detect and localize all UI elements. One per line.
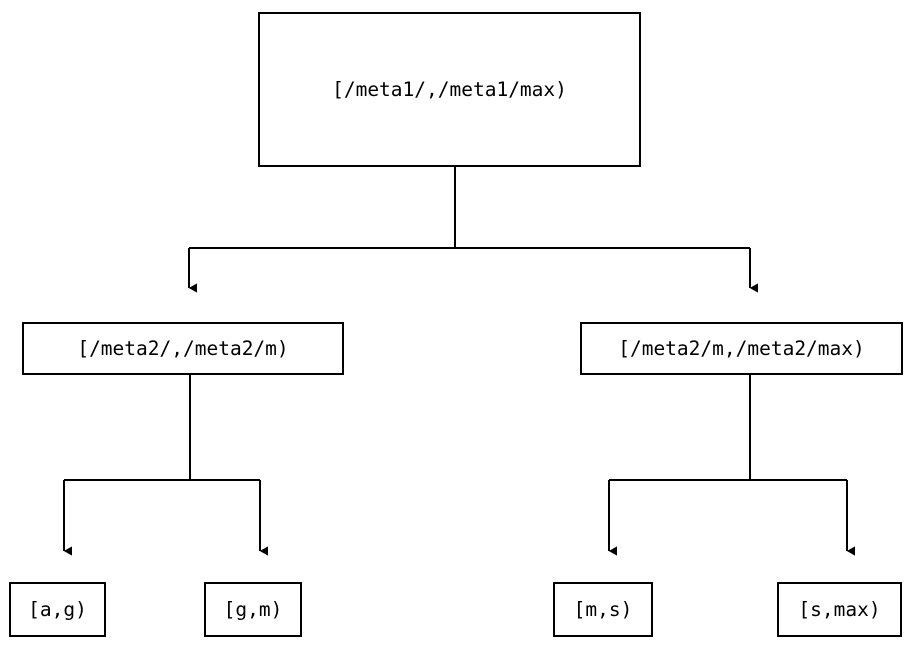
tree-leaf-g-m-label: [g,m) [223, 597, 283, 621]
tree-leaf-a-g-label: [a,g) [28, 597, 87, 621]
tree-node-root[interactable]: [/meta1/,/meta1/max) [258, 12, 641, 167]
tree-node-meta2-lower[interactable]: [/meta2/,/meta2/m) [22, 322, 344, 375]
edge-left-subtree [63, 375, 268, 556]
tree-node-root-label: [/meta1/,/meta1/max) [332, 77, 567, 101]
edge-root-to-level1 [188, 167, 758, 293]
tree-node-meta2-upper[interactable]: [/meta2/m,/meta2/max) [580, 322, 903, 375]
tree-leaf-m-s-label: [m,s) [573, 597, 633, 621]
tree-leaf-a-g[interactable]: [a,g) [9, 582, 106, 637]
tree-leaf-m-s[interactable]: [m,s) [553, 582, 653, 637]
tree-leaf-s-max[interactable]: [s,max) [777, 582, 902, 637]
edge-right-subtree [608, 375, 855, 556]
tree-leaf-s-max-label: [s,max) [798, 597, 881, 621]
tree-leaf-g-m[interactable]: [g,m) [204, 582, 302, 637]
tree-node-meta2-upper-label: [/meta2/m,/meta2/max) [618, 336, 865, 360]
tree-node-meta2-lower-label: [/meta2/,/meta2/m) [77, 336, 289, 360]
